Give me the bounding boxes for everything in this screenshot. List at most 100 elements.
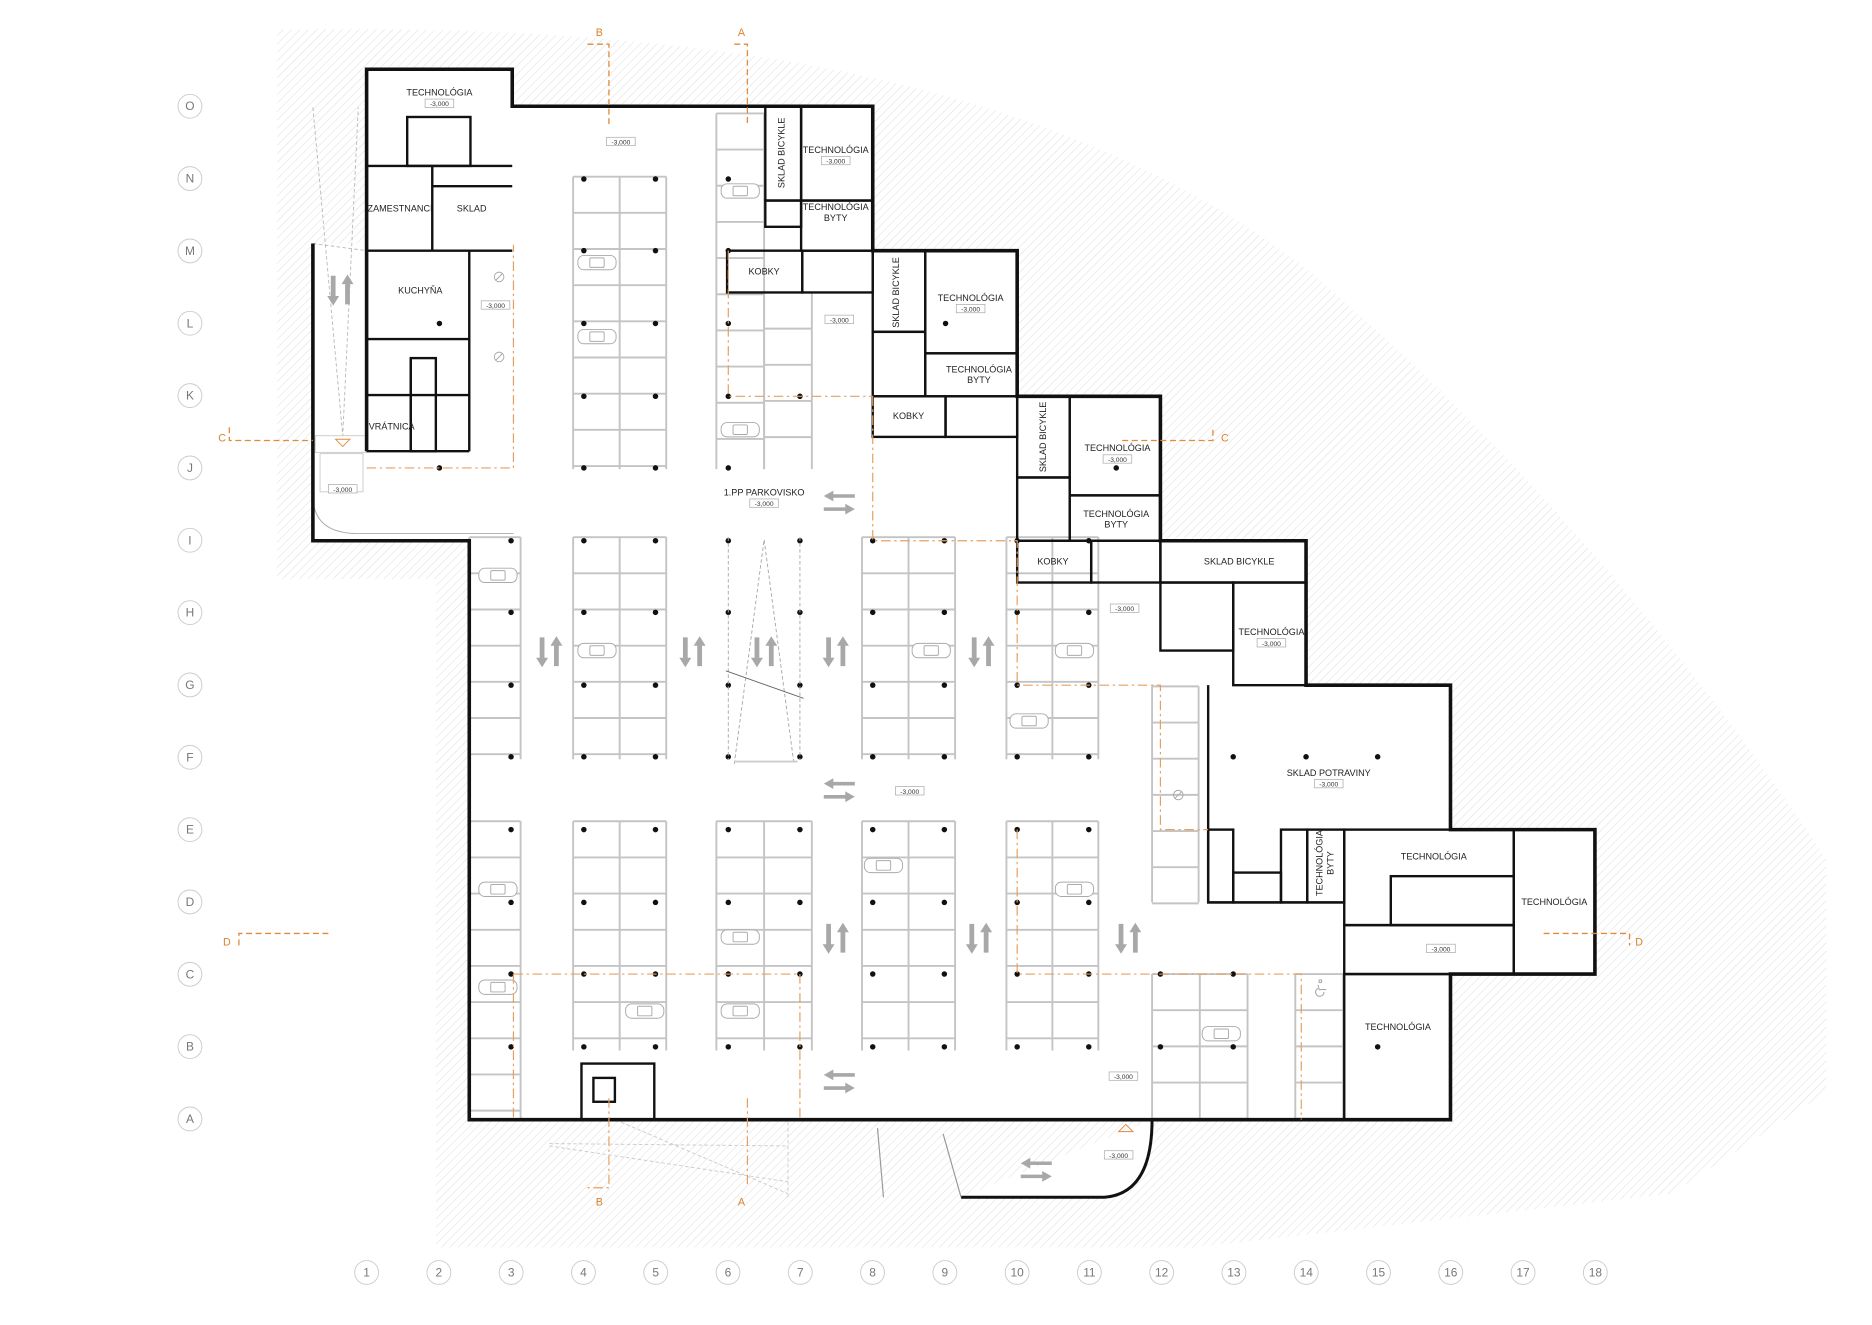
section-label-d-left: D: [223, 936, 231, 948]
room-label-line2: BYTY: [1326, 851, 1336, 875]
svg-text:-3,000: -3,000: [611, 139, 630, 146]
structural-column: [581, 465, 587, 471]
car-icon: [1054, 881, 1095, 897]
grid-column-marker: 11: [1076, 1260, 1102, 1285]
structural-column: [797, 899, 803, 906]
structural-column: [652, 609, 659, 616]
car-icon: [625, 1003, 665, 1019]
car-icon: [478, 979, 518, 995]
svg-text:A: A: [186, 1112, 194, 1126]
grid-column-marker: 17: [1510, 1260, 1536, 1285]
two-way-traffic-arrows-icon: [1020, 1157, 1052, 1182]
level-tag: -3,000: [480, 300, 511, 310]
structural-column: [725, 754, 732, 760]
svg-text:D: D: [186, 895, 195, 909]
room-label: TECHNOLÓGIA: [946, 364, 1013, 374]
grid-column-marker: 7: [787, 1260, 813, 1285]
structural-column: [1230, 971, 1236, 977]
structural-column: [941, 826, 948, 833]
section-label-a-top: A: [738, 27, 746, 39]
room: SKLAD BICYKLE: [1204, 557, 1275, 567]
room: TECHNOLÓGIA-3,000: [938, 293, 1005, 314]
structural-column: [725, 899, 732, 906]
svg-text:F: F: [186, 750, 193, 764]
ramp-down-triangle-icon: [334, 438, 352, 448]
room-label: SKLAD BICYKLE: [1038, 402, 1048, 473]
structural-column: [508, 754, 514, 760]
structural-column: [652, 899, 659, 906]
svg-text:H: H: [186, 606, 195, 620]
structural-column: [581, 754, 587, 760]
main-level-tag: -3,000: [749, 498, 779, 508]
section-label-b-top: B: [596, 27, 603, 39]
svg-text:-3,000: -3,000: [755, 501, 774, 508]
grid-row-marker: E: [177, 817, 203, 843]
svg-text:17: 17: [1516, 1265, 1530, 1279]
car-icon: [1054, 642, 1095, 659]
grid-column-marker: 1: [354, 1260, 380, 1285]
svg-text:14: 14: [1300, 1265, 1314, 1279]
svg-text:L: L: [187, 316, 194, 330]
svg-text:-3,000: -3,000: [1114, 1074, 1133, 1081]
svg-text:6: 6: [725, 1265, 732, 1279]
structural-column: [581, 176, 587, 182]
room: TECHNOLÓGIA-3,000: [406, 87, 473, 108]
structural-column: [869, 609, 876, 616]
grid-column-marker: 8: [860, 1260, 885, 1285]
structural-column: [1230, 754, 1236, 760]
grid-row-marker: C: [177, 961, 203, 987]
grid-column-marker: 18: [1582, 1260, 1608, 1285]
two-way-traffic-arrows-icon: [965, 922, 993, 954]
section-label-c-right: C: [1221, 433, 1229, 445]
structural-column: [797, 826, 803, 833]
svg-text:-3,000: -3,000: [900, 789, 919, 796]
grid-column-marker: 3: [498, 1260, 524, 1285]
room: KOBKY: [893, 411, 924, 421]
room: SKLAD BICYKLE: [891, 257, 901, 328]
structural-column: [725, 1044, 732, 1050]
room-label: TECHNOLÓGIA: [803, 145, 870, 155]
structural-column: [652, 826, 659, 833]
structural-column: [941, 682, 948, 688]
structural-column: [652, 320, 659, 327]
structural-column: [581, 393, 587, 400]
structural-column: [941, 609, 948, 616]
level-tag: -3,000: [1109, 603, 1140, 613]
structural-column: [725, 393, 732, 400]
structural-column: [869, 899, 876, 906]
structural-column: [1113, 465, 1119, 471]
room-label: KOBKY: [748, 267, 779, 277]
car-icon: [911, 642, 951, 659]
svg-text:13: 13: [1227, 1265, 1241, 1279]
room-label: TECHNOLÓGIA: [803, 202, 870, 212]
bottom-ramp-lines: [549, 1121, 789, 1198]
structural-column: [652, 247, 659, 254]
grid-column-marker: 14: [1293, 1260, 1319, 1285]
structural-column: [1014, 609, 1020, 616]
room: SKLAD BICYKLE: [776, 118, 786, 189]
room-label: KUCHYŇA: [398, 286, 443, 296]
car-icon: [577, 328, 617, 345]
car-icon: [478, 567, 518, 583]
stall-block: [572, 536, 668, 760]
svg-text:2: 2: [436, 1265, 443, 1279]
room: TECHNOLÓGIA-3,000: [1084, 443, 1151, 464]
car-icon: [863, 857, 904, 874]
structural-column: [1086, 899, 1092, 906]
level-tag: -3,000: [328, 484, 358, 494]
parking-title: 1.PP PARKOVISKO: [724, 487, 805, 497]
svg-text:18: 18: [1589, 1265, 1603, 1279]
structural-column: [652, 393, 659, 400]
room-label: TECHNOLÓGIA: [1238, 627, 1305, 637]
two-way-traffic-arrows-icon: [679, 636, 706, 668]
structural-column: [869, 682, 876, 688]
structural-column: [1086, 609, 1092, 616]
room-level: -3,000: [430, 101, 449, 108]
grid-column-marker: 16: [1438, 1260, 1464, 1285]
room: TECHNOLÓGIA: [1401, 851, 1468, 861]
svg-text:8: 8: [869, 1265, 876, 1279]
car-icon: [720, 183, 760, 199]
room-label: TECHNOLÓGIA: [1401, 851, 1468, 861]
